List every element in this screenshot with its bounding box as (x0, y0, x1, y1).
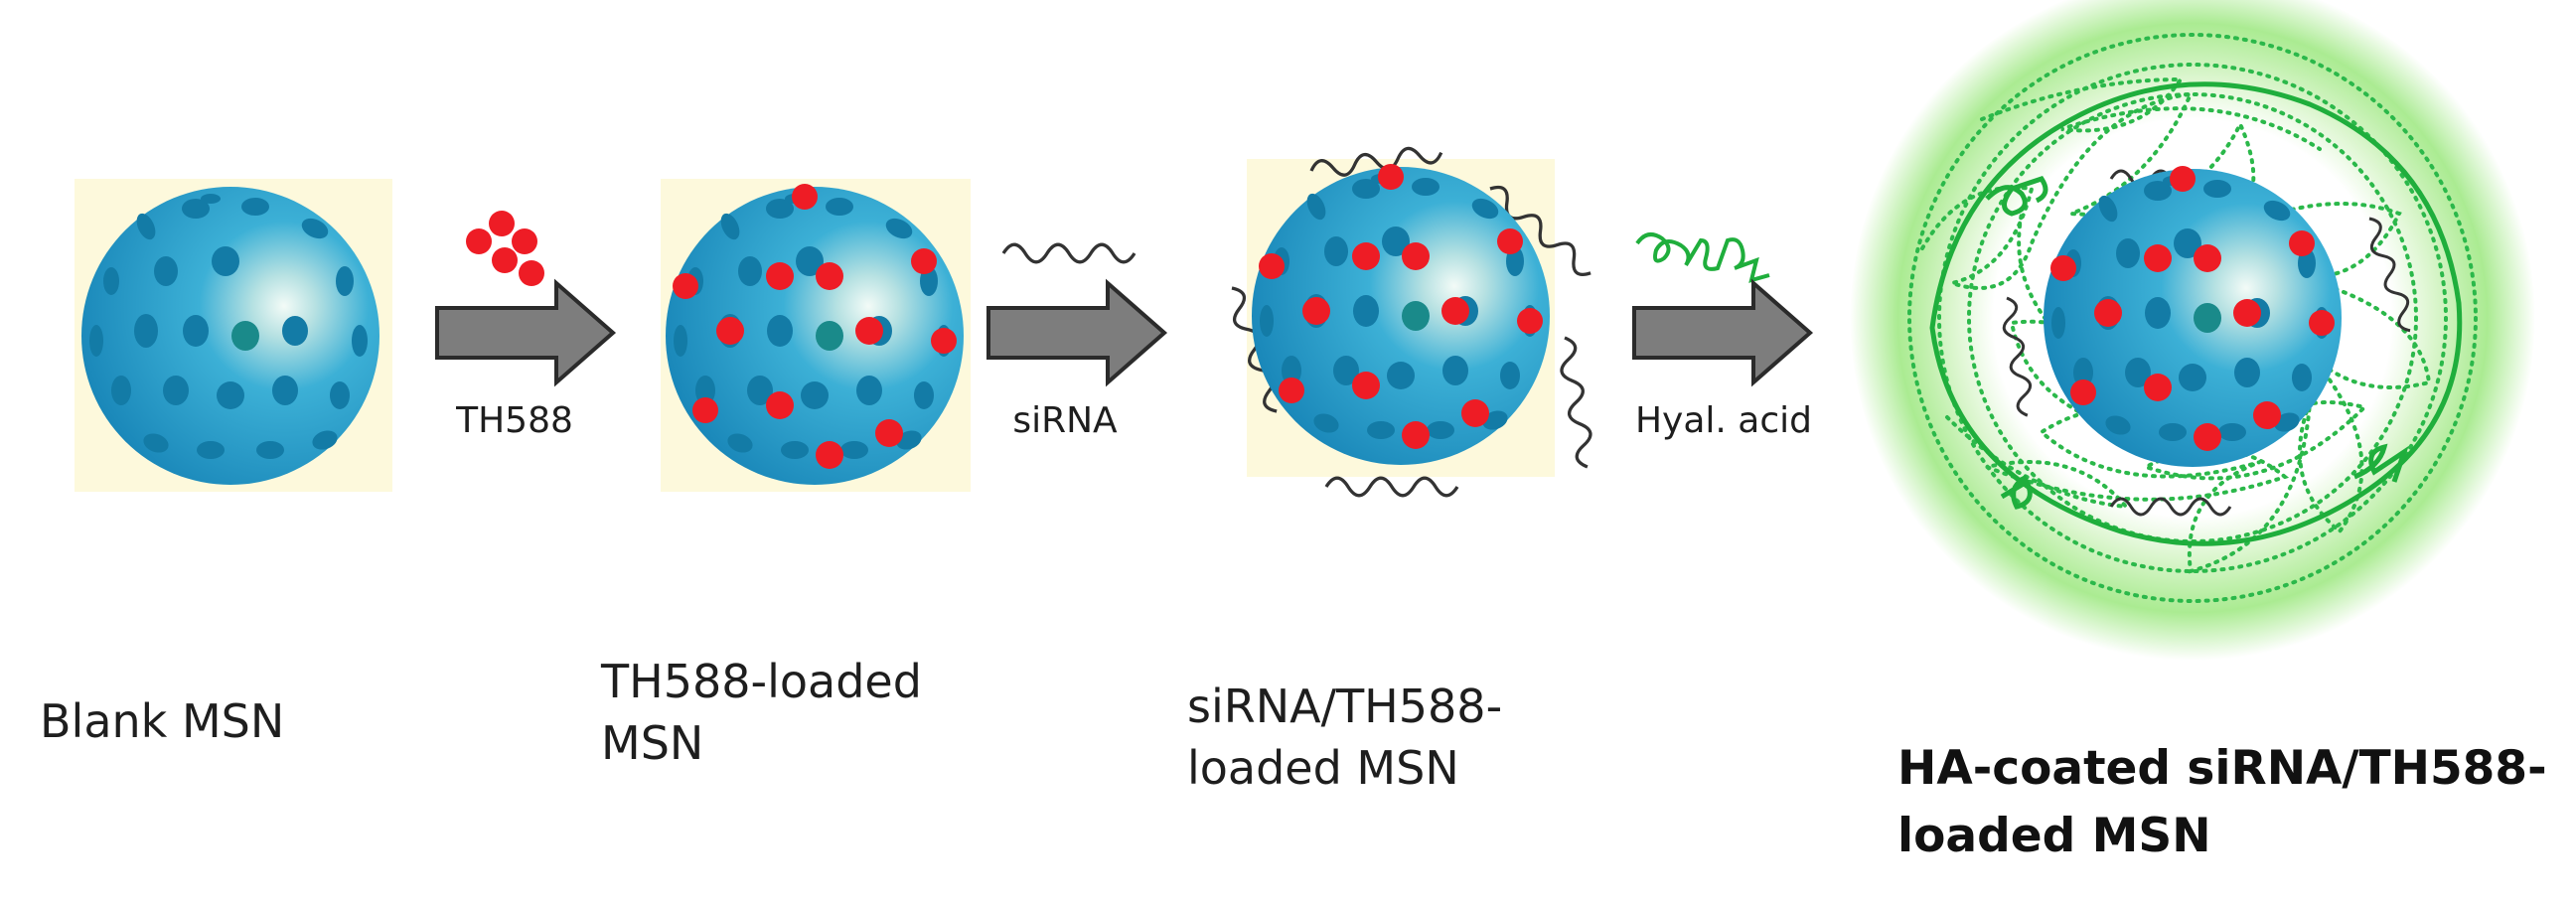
caption-blank-msn: Blank MSN (40, 690, 284, 752)
blank-msn-particle (75, 179, 392, 492)
right-arrow-icon (986, 278, 1168, 387)
arrow-th588: TH588 (435, 211, 617, 441)
arrow-sirna: siRNA (986, 242, 1168, 441)
caption-line: MSN (601, 716, 704, 770)
caption-line: loaded MSN (1897, 809, 2211, 863)
arrow-hyaluronic-acid: Hyal. acid (1632, 232, 1814, 441)
arrow-label-th588: TH588 (455, 400, 573, 441)
caption-line: Blank MSN (40, 694, 285, 748)
right-arrow-icon (435, 278, 617, 387)
ha-solid-strands (1929, 81, 2463, 546)
arrow-label-sirna: siRNA (1012, 400, 1118, 441)
caption-line: loaded MSN (1187, 741, 1459, 795)
ha-coated-msn-particle (1850, 0, 2535, 661)
caption-ha-coated-msn: HA-coated siRNA/TH588- loaded MSN (1897, 735, 2547, 870)
sirna-th588-loaded-msn-particle (1222, 142, 1598, 498)
caption-line: TH588-loaded (601, 655, 922, 708)
hyaluronic-acid-strand-icon (1635, 232, 1770, 283)
sirna-strand (1324, 476, 1459, 498)
caption-sirna-th588-loaded-msn: siRNA/TH588- loaded MSN (1187, 676, 1502, 799)
right-arrow-icon (1632, 278, 1814, 387)
caption-th588-loaded-msn: TH588-loaded MSN (601, 651, 922, 774)
red-drug-dots-icon (466, 211, 544, 286)
th588-loaded-msn-particle (661, 179, 971, 492)
caption-line: HA-coated siRNA/TH588- (1897, 741, 2547, 796)
arrow-label-hyaluronic-acid: Hyal. acid (1635, 400, 1812, 441)
sirna-wave-icon (1001, 242, 1136, 264)
sirna-strand (1554, 334, 1598, 471)
caption-line: siRNA/TH588- (1187, 680, 1503, 733)
